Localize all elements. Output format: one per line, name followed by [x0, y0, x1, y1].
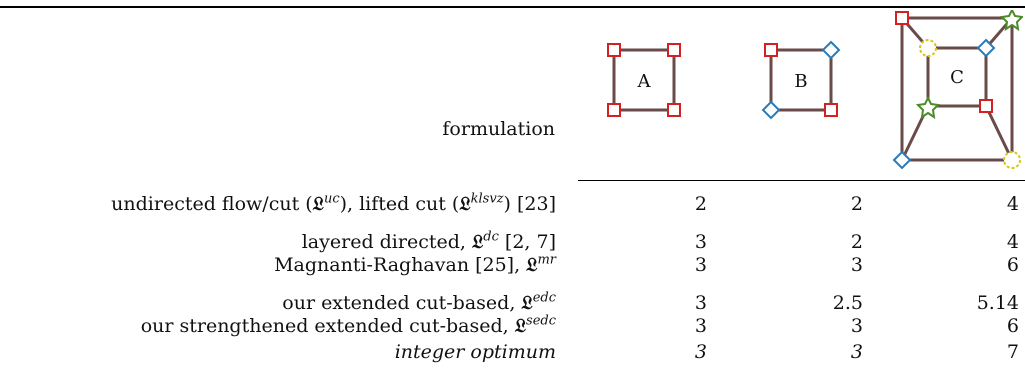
row-strengthened-a: 3	[694, 315, 707, 337]
row-extended-c: 5.14	[976, 292, 1019, 314]
row-undirected-label: undirected flow/cut (𝔏uc), lifted cut (𝔏…	[111, 191, 556, 215]
row-magnanti-label: Magnanti-Raghavan [25], 𝔏mr	[274, 252, 556, 276]
row-strengthened-label: our strengthened extended cut-based, 𝔏se…	[140, 313, 556, 337]
row-integer-a: 3	[694, 341, 707, 363]
row-integer-c: 7	[1006, 341, 1019, 363]
row-layered-b: 2	[850, 231, 863, 253]
row-undirected-b: 2	[850, 193, 863, 215]
row-extended-a: 3	[694, 292, 707, 314]
row-strengthened-b: 3	[850, 315, 863, 337]
header-rule	[578, 180, 1025, 181]
row-layered-a: 3	[694, 231, 707, 253]
row-magnanti-c: 6	[1006, 254, 1019, 276]
row-integer-label: integer optimum	[394, 341, 556, 363]
top-rule	[0, 6, 1025, 8]
graph-b-label: B	[794, 71, 807, 92]
row-undirected-a: 2	[694, 193, 707, 215]
row-magnanti-b: 3	[850, 254, 863, 276]
column-header-formulation: formulation	[442, 118, 555, 140]
graph-c-label: C	[950, 67, 964, 88]
graph-a-label: A	[637, 71, 652, 92]
row-layered-c: 4	[1006, 231, 1019, 253]
graph-c-icon: C	[892, 10, 1023, 170]
row-extended-b: 2.5	[832, 292, 863, 314]
row-undirected-c: 4	[1006, 193, 1019, 215]
row-integer-b: 3	[850, 341, 863, 363]
row-extended-label: our extended cut-based, 𝔏edc	[282, 290, 556, 314]
graph-b-icon: B	[761, 40, 841, 120]
row-layered-label: layered directed, 𝔏dc [2, 7]	[301, 229, 556, 253]
row-strengthened-c: 6	[1006, 315, 1019, 337]
row-magnanti-a: 3	[694, 254, 707, 276]
graph-a-icon: A	[607, 43, 681, 117]
